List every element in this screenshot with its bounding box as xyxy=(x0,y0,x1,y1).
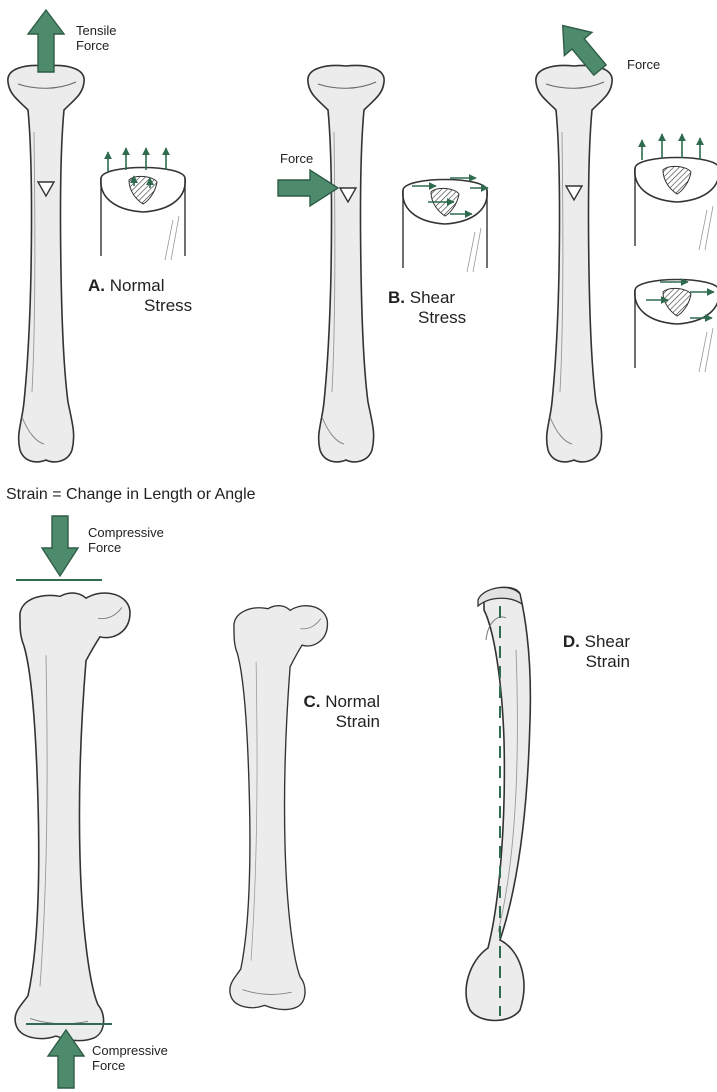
femur-compressive xyxy=(15,593,130,1041)
oblique-normal-arrows-icon xyxy=(642,134,700,160)
shear-stress-caption: B. Shear Stress xyxy=(388,288,466,327)
normal-strain-word1: Normal xyxy=(325,692,380,711)
shear-stress-word1: Shear xyxy=(410,288,455,307)
femur-shear-strain xyxy=(466,587,530,1020)
normal-stress-word2: Stress xyxy=(88,296,192,316)
femur-normal-strain xyxy=(230,606,328,1010)
strain-heading: Strain = Change in Length or Angle xyxy=(6,486,256,504)
shear-strain-letter: D. xyxy=(563,632,580,651)
tensile-force-line1: Tensile xyxy=(76,24,116,39)
normal-stress-caption: A. Normal Stress xyxy=(88,276,192,315)
tibia-a xyxy=(8,66,84,462)
normal-strain-word2: Strain xyxy=(290,712,380,732)
cross-section-block-a xyxy=(101,168,185,261)
normal-strain-caption: C. Normal Strain xyxy=(290,692,380,731)
compressive-top-line1: Compressive xyxy=(88,526,164,541)
shear-force-arrow-icon xyxy=(278,170,338,206)
shear-strain-word1: Shear xyxy=(585,632,630,651)
cross-section-block-oblique-normal xyxy=(635,158,717,251)
compressive-bottom-line2: Force xyxy=(92,1059,168,1074)
tensile-force-line2: Force xyxy=(76,39,116,54)
compressive-bottom-line1: Compressive xyxy=(92,1044,168,1059)
tibia-b xyxy=(308,66,384,462)
shear-strain-caption: D. Shear Strain xyxy=(548,632,630,671)
oblique-force-label: Force xyxy=(627,58,660,73)
normal-stress-letter: A. xyxy=(88,276,105,295)
cross-section-block-b xyxy=(403,180,487,273)
compressive-force-top-label: Compressive Force xyxy=(88,526,164,556)
shear-stress-letter: B. xyxy=(388,288,405,307)
shear-strain-word2: Strain xyxy=(548,652,630,672)
shear-force-label: Force xyxy=(280,152,313,167)
tensile-force-label: Tensile Force xyxy=(76,24,116,54)
tibia-oblique xyxy=(536,66,612,462)
compressive-force-bottom-label: Compressive Force xyxy=(92,1044,168,1074)
shear-stress-word2: Stress xyxy=(388,308,466,328)
compressive-top-line2: Force xyxy=(88,541,164,556)
cross-section-block-oblique-shear xyxy=(635,280,717,373)
normal-strain-letter: C. xyxy=(303,692,320,711)
normal-stress-word1: Normal xyxy=(110,276,165,295)
tensile-force-arrow-icon xyxy=(28,10,64,72)
